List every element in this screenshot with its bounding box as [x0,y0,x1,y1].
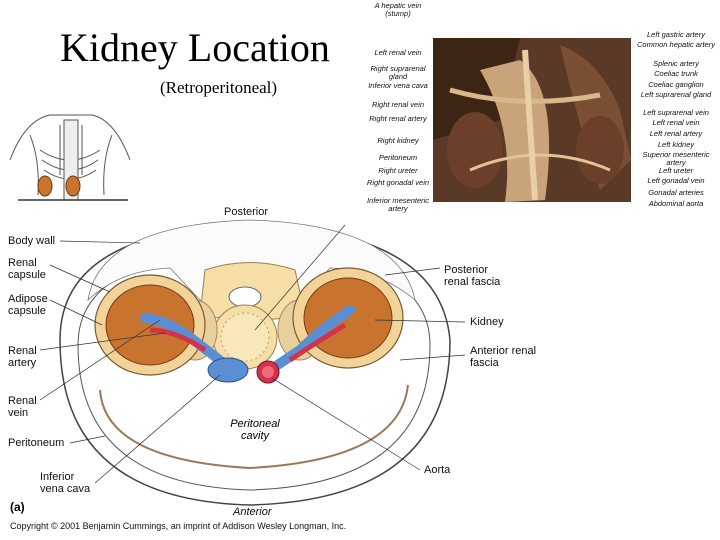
copyright: Copyright © 2001 Benjamin Cummings, an i… [10,521,347,531]
label-posterior-renal-fascia: Posterior renal fascia [444,264,501,288]
photo-label-ivc: Inferior vena cava [368,81,428,90]
page-subtitle: (Retroperitoneal) [160,78,278,97]
label-renal-capsule: Renal capsule [8,257,46,281]
thumb-kidney-right [37,175,53,197]
photo-label-left-gonadal-vein: Left gonadal vein [647,176,705,185]
label-adipose-capsule: Adipose capsule [8,293,48,317]
photo-label-left-kidney: Left kidney [657,140,695,149]
leader-lines [39,224,466,484]
label-kidney: Kidney [470,316,504,328]
label-posterior: Posterior [224,206,269,218]
photo-label-left-renal-vein: Left renal vein [652,118,700,127]
photo-label-left-ureter: Left ureter [658,166,694,175]
label-aorta: Aorta [424,464,451,476]
photo-label-coeliac-trunk: Coeliac trunk [654,69,698,78]
photo-label-right-suprarenal: Right suprarenal gland [370,64,426,81]
photo-label-splenic: Splenic artery [653,59,699,68]
label-anterior: Anterior [233,506,272,518]
photo-label-coeliac-ganglion: Coeliac ganglion [648,80,704,89]
photo-label-peritoneum: Peritoneum [378,153,418,162]
page-title: Kidney Location [60,25,330,70]
photo-label-abdominal-aorta: Abdominal aorta [648,199,704,208]
photo-label-superior-mesenteric: Superior mesenteric artery [642,150,710,167]
label-peritoneal-cavity: Peritoneal cavity [230,418,280,442]
label-anterior-renal-fascia: Anterior renal fascia [470,345,537,369]
photo-label-hepatic-vein: A hepatic vein (stump) [374,1,422,18]
vena-cava [207,357,249,383]
thumb-kidney-left [65,175,81,197]
dissection-photo [433,38,631,202]
photo-label-gonadal-arteries: Gonadal arteries [648,188,704,197]
figure-letter: (a) [10,500,25,514]
photo-label-right-renal-vein: Right renal vein [371,100,425,109]
photo-label-inferior-mesenteric: Inferior mesenteric artery [366,196,430,213]
photo-label-left-gastric: Left gastric artery [647,30,705,39]
label-renal-artery: Renal artery [8,345,37,369]
label-peritoneum: Peritoneum [8,437,65,449]
label-renal-vein: Renal vein [8,395,37,419]
photo-label-left-suprarenal-gland: Left suprarenal gland [640,90,712,99]
label-inferior-vena-cava: Inferior vena cava [40,471,91,495]
cross-section [59,219,451,506]
photo-label-left-suprarenal-vein: Left suprarenal vein [643,108,709,117]
photo-label-common-hepatic: Common hepatic artery [637,40,715,49]
photo-label-right-kidney: Right kidney [377,136,419,145]
label-body-wall: Body wall [8,235,56,247]
photo-label-right-ureter: Right ureter [378,166,418,175]
photo-label-right-gonadal-vein: Right gonadal vein [366,178,430,187]
photo-label-left-renal-artery: Left renal artery [649,129,703,138]
photo-label-right-renal-artery: Right renal artery [369,114,427,123]
photo-label-left-renal-vein: Left renal vein [374,48,422,57]
